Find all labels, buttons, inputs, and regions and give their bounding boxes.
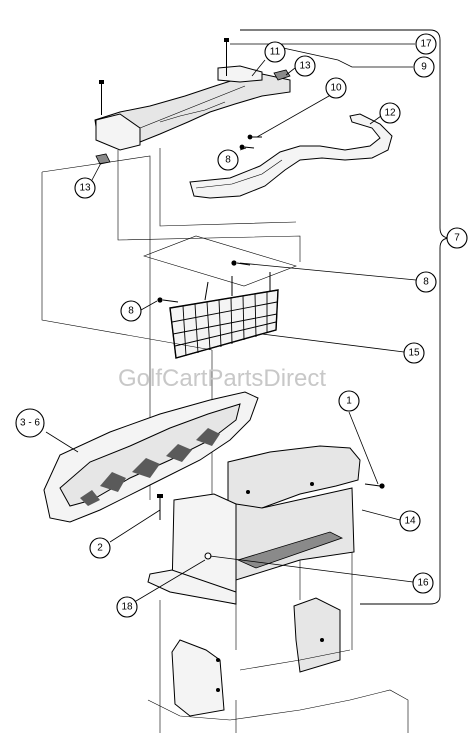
bumper-13-upper [273,69,291,81]
svg-text:2: 2 [97,543,103,554]
frame-alignment-lines [159,552,353,660]
callout-2: 2 [89,537,111,559]
svg-text:11: 11 [270,47,281,58]
callout-15: 15 [403,342,425,364]
svg-text:17: 17 [420,39,432,50]
svg-text:13: 13 [299,61,311,72]
bolt-17 [224,38,229,76]
basket-bolt-left [157,297,179,303]
svg-text:9: 9 [421,62,427,73]
callout-14: 14 [399,510,421,532]
callout-13-lower: 13 [74,177,96,199]
svg-text:18: 18 [121,602,133,613]
svg-text:1: 1 [346,396,352,407]
strap-12 [189,113,393,199]
callout-17: 17 [415,33,437,55]
callout-3-6: 3 - 6 [15,408,45,438]
callout-18: 18 [116,596,138,618]
bolt-2 [157,494,163,520]
seat-support-14 [147,445,361,605]
svg-text:13: 13 [79,183,91,194]
svg-text:3 - 6: 3 - 6 [20,418,40,429]
callout-8-upper: 8 [217,149,239,171]
svg-text:8: 8 [225,155,231,166]
svg-text:14: 14 [404,516,416,527]
callout-9: 9 [413,56,435,78]
basket-bolt-right [231,260,251,266]
svg-text:15: 15 [408,348,420,359]
svg-text:16: 16 [417,578,429,589]
callout-1: 1 [338,390,360,412]
callout-16: 16 [412,572,434,594]
leader-lines [45,43,417,605]
watermark: GolfCartPartsDirect [118,365,326,392]
seat-support-crossbar [94,65,291,151]
bolt-1 [364,483,385,489]
callout-12: 12 [379,102,401,124]
callout-10: 10 [325,77,347,99]
callout-8-left: 8 [120,300,142,322]
callout-7: 7 [446,227,468,249]
callout-13-upper: 13 [294,55,316,77]
svg-text:8: 8 [423,277,429,288]
svg-text:8: 8 [128,306,134,317]
svg-text:7: 7 [454,233,460,244]
svg-text:10: 10 [330,83,342,94]
callout-11: 11 [264,41,286,63]
basket-15 [169,272,279,359]
seat-cushion [43,391,259,523]
callout-8-right: 8 [415,271,437,293]
bolt-left [99,80,104,115]
svg-text:12: 12 [384,108,396,119]
strap-bolts [239,134,262,150]
frame-lower [147,597,409,733]
